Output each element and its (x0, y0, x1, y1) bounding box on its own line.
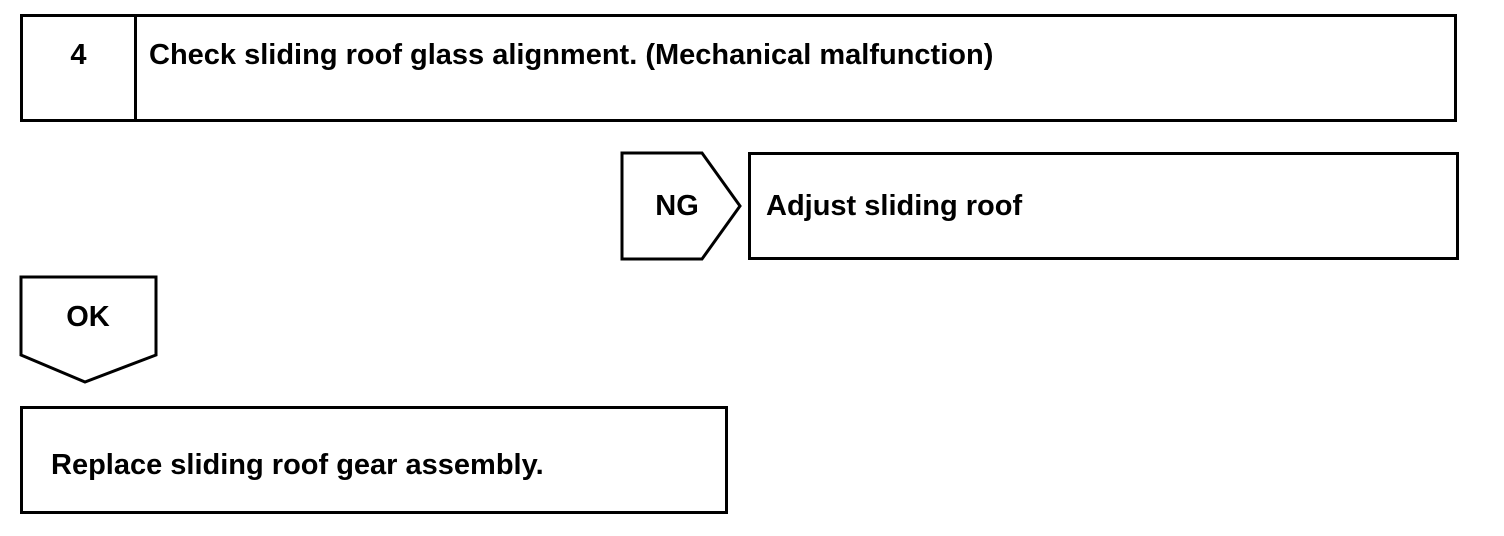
step-title: Check sliding roof glass alignment. (Mec… (149, 39, 994, 71)
ok-label: OK (66, 301, 110, 333)
step-box: 4 Check sliding roof glass alignment. (M… (20, 14, 1457, 122)
ng-action-box: Adjust sliding roof (748, 152, 1459, 260)
ng-arrow-shape (620, 151, 742, 261)
ng-label: NG (655, 190, 699, 222)
ng-action-text: Adjust sliding roof (766, 190, 1023, 222)
ok-arrow-shape (19, 275, 158, 384)
step-number-cell (23, 17, 137, 119)
step-number: 4 (70, 39, 87, 71)
ok-action-text: Replace sliding roof gear assembly. (51, 449, 544, 481)
ok-action-box: Replace sliding roof gear assembly. (20, 406, 728, 514)
